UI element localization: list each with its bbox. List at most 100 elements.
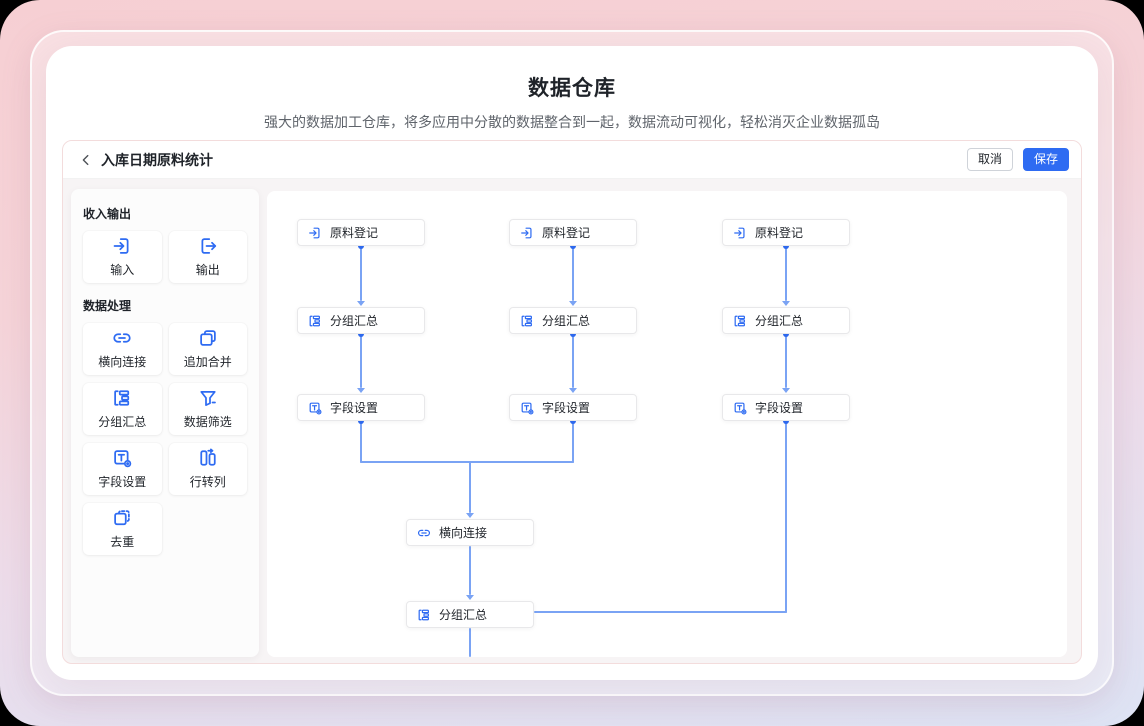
- input-icon: [112, 236, 132, 256]
- connector-dot[interactable]: [358, 331, 364, 337]
- tool-data-filter[interactable]: 数据筛选: [168, 383, 247, 435]
- horizontal-join-icon: [417, 526, 431, 540]
- field-settings-icon: [520, 401, 534, 415]
- connector-dot[interactable]: [358, 418, 364, 424]
- horizontal-join-icon: [112, 328, 132, 348]
- connector-dot[interactable]: [783, 243, 789, 249]
- connector-arrow-icon: [357, 301, 365, 306]
- page-subtitle: 强大的数据加工仓库，将多应用中分散的数据整合到一起，数据流动可视化，轻松消灭企业…: [264, 114, 880, 130]
- node-raw-material-registration[interactable]: 原料登记: [509, 219, 637, 246]
- data-filter-icon: [198, 388, 218, 408]
- node-label: 分组汇总: [542, 314, 591, 328]
- tool-label: 输入: [110, 263, 135, 277]
- connector-dot[interactable]: [358, 243, 364, 249]
- editor-body: 收入输出 输入 输出 数据处理: [63, 179, 1081, 663]
- tool-append-merge[interactable]: 追加合并: [168, 323, 247, 375]
- editor-header: 入库日期原料统计 取消 保存: [63, 141, 1081, 179]
- field-settings-icon: [733, 401, 747, 415]
- palette-grid-processing: 横向连接 追加合并 分组汇总 数据筛选: [83, 323, 247, 555]
- field-settings-icon: [308, 401, 322, 415]
- save-button[interactable]: 保存: [1022, 148, 1069, 171]
- tool-label: 输出: [195, 263, 220, 277]
- flow-canvas[interactable]: 原料登记 原料登记 原料登记 分组汇总: [267, 191, 1067, 657]
- tool-output[interactable]: 输出: [168, 231, 247, 283]
- tool-label: 数据筛选: [183, 415, 232, 429]
- append-merge-icon: [198, 328, 218, 348]
- connector-arrow-icon: [782, 388, 790, 393]
- palette-section-label-io: 收入输出: [83, 207, 132, 221]
- node-field-settings[interactable]: 字段设置: [509, 394, 637, 421]
- deduplicate-icon: [112, 508, 132, 528]
- connector-dot[interactable]: [570, 243, 576, 249]
- node-raw-material-registration[interactable]: 原料登记: [297, 219, 425, 246]
- connector-arrow-icon: [782, 301, 790, 306]
- node-group-summary[interactable]: 分组汇总: [406, 601, 534, 628]
- header-actions: 取消 保存: [966, 148, 1069, 171]
- node-label: 原料登记: [755, 226, 804, 240]
- tool-label: 横向连接: [98, 355, 147, 369]
- node-horizontal-join[interactable]: 横向连接: [406, 519, 534, 546]
- node-field-settings[interactable]: 字段设置: [297, 394, 425, 421]
- back-button[interactable]: [75, 149, 97, 171]
- output-icon: [198, 236, 218, 256]
- connector-arrow-icon: [569, 388, 577, 393]
- row-to-column-icon: [198, 448, 218, 468]
- node-field-settings[interactable]: 字段设置: [722, 394, 850, 421]
- connector-line: [360, 246, 362, 301]
- connector-arrow-icon: [569, 301, 577, 306]
- node-label: 分组汇总: [439, 608, 488, 622]
- connector-line: [785, 334, 787, 388]
- group-summary-icon: [308, 314, 322, 328]
- group-summary-icon: [733, 314, 747, 328]
- cancel-button[interactable]: 取消: [966, 148, 1013, 171]
- connector-line: [572, 246, 574, 301]
- tool-horizontal-join[interactable]: 横向连接: [83, 323, 162, 375]
- connector-dot[interactable]: [783, 418, 789, 424]
- warehouse-editor-panel: 入库日期原料统计 取消 保存 收入输出 输入: [62, 140, 1082, 664]
- node-label: 分组汇总: [755, 314, 804, 328]
- palette-section-label-processing: 数据处理: [83, 299, 132, 313]
- tool-row-to-column[interactable]: 行转列: [168, 443, 247, 495]
- connector-line: [534, 611, 787, 613]
- tool-group-summary[interactable]: 分组汇总: [83, 383, 162, 435]
- node-group-summary[interactable]: 分组汇总: [509, 307, 637, 334]
- node-label: 横向连接: [439, 526, 488, 540]
- chevron-left-icon: [79, 153, 93, 167]
- connector-dot[interactable]: [783, 331, 789, 337]
- group-summary-icon: [520, 314, 534, 328]
- node-label: 分组汇总: [330, 314, 379, 328]
- tool-palette: 收入输出 输入 输出 数据处理: [71, 189, 259, 657]
- connector-dot[interactable]: [570, 331, 576, 337]
- connector-line: [360, 461, 574, 463]
- input-icon: [308, 226, 322, 240]
- field-settings-icon: [112, 448, 132, 468]
- node-raw-material-registration[interactable]: 原料登记: [722, 219, 850, 246]
- node-label: 字段设置: [542, 401, 591, 415]
- tool-input[interactable]: 输入: [83, 231, 162, 283]
- connector-arrow-icon: [466, 513, 474, 518]
- input-icon: [733, 226, 747, 240]
- connector-arrow-icon: [357, 388, 365, 393]
- group-summary-icon: [417, 608, 431, 622]
- page-title: 数据仓库: [528, 77, 616, 100]
- connector-line: [360, 421, 362, 463]
- node-label: 字段设置: [755, 401, 804, 415]
- node-group-summary[interactable]: 分组汇总: [297, 307, 425, 334]
- input-icon: [520, 226, 534, 240]
- connector-line: [469, 628, 471, 657]
- connector-line: [572, 421, 574, 463]
- node-label: 原料登记: [330, 226, 379, 240]
- tool-field-settings[interactable]: 字段设置: [83, 443, 162, 495]
- editor-title: 入库日期原料统计: [101, 151, 213, 168]
- palette-grid-io: 输入 输出: [83, 231, 247, 283]
- tool-label: 行转列: [189, 475, 226, 489]
- connector-line: [785, 421, 787, 613]
- node-group-summary[interactable]: 分组汇总: [722, 307, 850, 334]
- connector-dot[interactable]: [570, 418, 576, 424]
- connector-arrow-icon: [466, 595, 474, 600]
- connector-line: [469, 461, 471, 513]
- tool-label: 去重: [110, 535, 135, 549]
- main-card: 数据仓库 强大的数据加工仓库，将多应用中分散的数据整合到一起，数据流动可视化，轻…: [46, 46, 1098, 680]
- tool-deduplicate[interactable]: 去重: [83, 503, 162, 555]
